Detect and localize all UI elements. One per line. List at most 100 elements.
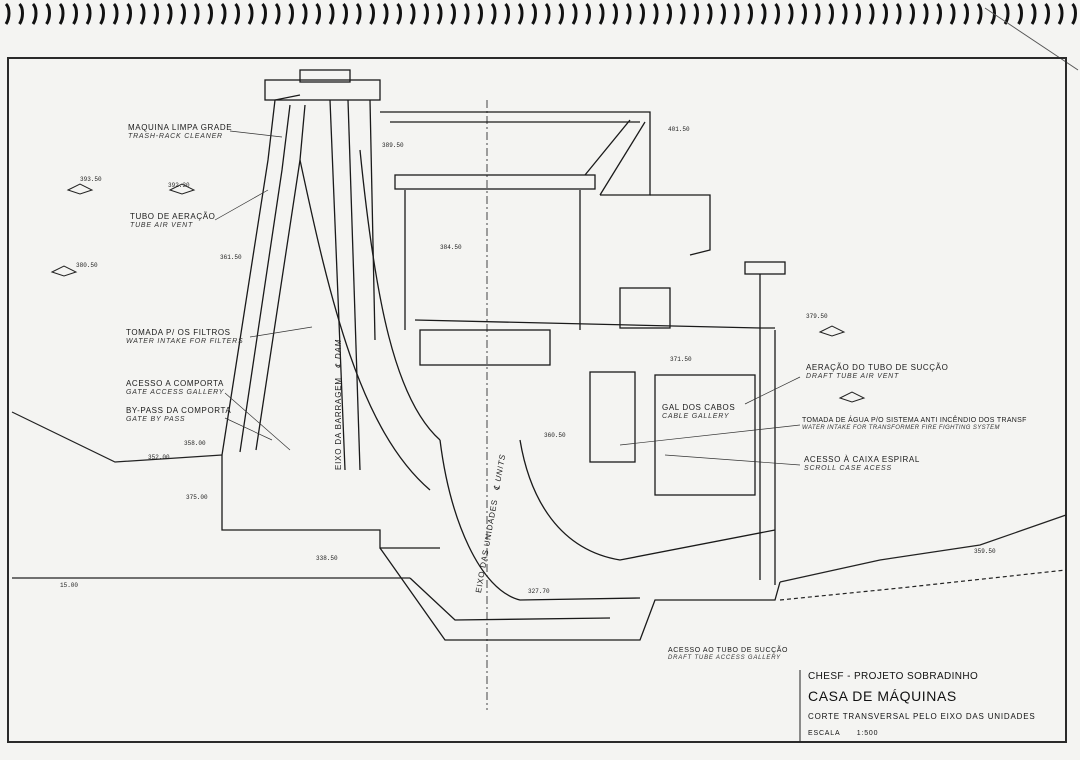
binding-ring: [207, 2, 213, 25]
label-transformer-intake-pt: TOMADA DE ÁGUA P/O SISTEMA ANTI INCÊNDIO…: [802, 417, 1027, 424]
label-gate-bypass: BY-PASS DA COMPORTA GATE BY PASS: [126, 406, 231, 423]
label-draft-access: ACESSO AO TUBO DE SUCÇÃO DRAFT TUBE ACCE…: [668, 647, 788, 661]
binding-ring: [922, 2, 929, 25]
binding-ring: [625, 2, 632, 25]
binding-ring: [774, 2, 780, 25]
binding-ring: [868, 2, 875, 25]
binding-ring: [639, 2, 645, 25]
label-trash-rack-pt: MAQUINA LIMPA GRADE: [128, 123, 233, 132]
label-draft-vent-en: DRAFT TUBE AIR VENT: [806, 372, 900, 380]
binding-ring: [963, 2, 969, 25]
binding-ring: [1044, 2, 1050, 25]
binding-ring: [504, 2, 510, 25]
binding-ring: [1030, 2, 1037, 25]
binding-ring: [72, 2, 78, 25]
binding-ring: [882, 2, 888, 25]
elevation-label: 389.50: [382, 142, 404, 149]
drawing-scale: ESCALA 1:500: [808, 730, 878, 737]
scale-label: ESCALA: [808, 730, 841, 737]
binding-ring: [949, 2, 956, 25]
label-draft-vent: AERAÇÃO DO TUBO DE SUCÇÃO DRAFT TUBE AIR…: [806, 363, 949, 380]
elevation-label: 359.50: [974, 548, 996, 555]
binding-ring: [85, 2, 92, 25]
binding-ring: [234, 2, 240, 25]
binding-ring: [490, 2, 497, 25]
elevation-label: 375.00: [186, 494, 208, 501]
binding-ring: [666, 2, 672, 25]
binding-ring: [909, 2, 915, 25]
binding-ring: [126, 2, 132, 25]
elevation-label: 393.50: [80, 176, 102, 183]
water-level-markers: [50, 183, 866, 403]
binding-ring: [45, 2, 51, 25]
label-trash-rack-en: TRASH-RACK CLEANER: [128, 132, 223, 140]
binding-ring: [936, 2, 942, 25]
label-transformer-intake: TOMADA DE ÁGUA P/O SISTEMA ANTI INCÊNDIO…: [802, 417, 1027, 431]
label-air-vent-en: TUBE AIR VENT: [130, 221, 194, 229]
binding-ring: [531, 2, 537, 25]
spiral-binding: [4, 2, 1077, 25]
label-scroll-access-en: SCROLL CASE ACESS: [804, 464, 892, 472]
binding-ring: [517, 2, 524, 25]
label-draft-vent-pt: AERAÇÃO DO TUBO DE SUCÇÃO: [806, 363, 949, 372]
drawing-border: [7, 57, 1067, 743]
ground-and-rock: [11, 411, 1067, 601]
dam-axis-pt: EIXO DA BARRAGEM: [334, 377, 343, 470]
leader-lines: [214, 130, 801, 466]
drawing-subtitle: CORTE TRANSVERSAL PELO EIXO DAS UNIDADES: [808, 712, 1036, 721]
binding-ring: [828, 2, 834, 25]
binding-ring: [571, 2, 578, 25]
binding-ring: [706, 2, 713, 25]
binding-ring: [450, 2, 456, 25]
binding-ring: [31, 2, 38, 25]
binding-ring: [787, 2, 794, 25]
binding-ring: [247, 2, 254, 25]
dam-axis-en: ℄ DAM: [334, 339, 343, 369]
binding-ring: [4, 2, 11, 25]
binding-ring: [328, 2, 335, 25]
binding-ring: [612, 2, 618, 25]
binding-ring: [274, 2, 281, 25]
binding-ring: [598, 2, 605, 25]
binding-ring: [193, 2, 200, 25]
powerhouse-superstructure: [380, 100, 786, 710]
elevation-label: 384.50: [440, 244, 462, 251]
binding-ring: [342, 2, 348, 25]
binding-ring: [409, 2, 416, 25]
binding-ring: [301, 2, 308, 25]
label-draft-access-pt: ACESSO AO TUBO DE SUCÇÃO: [668, 647, 789, 654]
binding-ring: [693, 2, 699, 25]
binding-ring: [585, 2, 591, 25]
dam-axis-label: EIXO DA BARRAGEM ℄ DAM: [334, 339, 343, 470]
binding-ring: [477, 2, 483, 25]
label-scroll-access: ACESSO À CAIXA ESPIRAL SCROLL CASE ACESS: [804, 455, 920, 472]
binding-ring: [976, 2, 983, 25]
binding-ring: [58, 2, 65, 25]
elevation-label: 392.30: [168, 182, 190, 189]
label-filter-intake-pt: TOMADA P/ OS FILTROS: [126, 328, 231, 337]
page-fold-line: [984, 7, 1079, 71]
label-gate-access-en: GATE ACCESS GALLERY: [126, 388, 225, 396]
label-transformer-intake-en: WATER INTAKE FOR TRANSFORMER FIRE FIGHTI…: [802, 424, 1000, 431]
label-air-vent: TUBO DE AERAÇÃO TUBE AIR VENT: [130, 212, 215, 229]
label-cable-gallery: GAL DOS CABOS CABLE GALLERY: [662, 403, 736, 420]
binding-ring: [369, 2, 375, 25]
binding-ring: [463, 2, 470, 25]
label-cable-gallery-en: CABLE GALLERY: [662, 412, 730, 420]
elevation-label: 361.50: [220, 254, 242, 261]
binding-ring: [423, 2, 429, 25]
binding-ring: [355, 2, 362, 25]
drawing-title: CASA DE MÁQUINAS: [808, 688, 957, 704]
elevation-label: 358.00: [184, 440, 206, 447]
binding-ring: [652, 2, 659, 25]
elevation-label: 401.50: [668, 126, 690, 133]
binding-ring: [180, 2, 186, 25]
label-gate-bypass-en: GATE BY PASS: [126, 415, 186, 423]
elevation-label: 15.00: [60, 582, 79, 589]
binding-ring: [382, 2, 389, 25]
binding-ring: [112, 2, 119, 25]
label-cable-gallery-pt: GAL DOS CABOS: [662, 403, 736, 412]
label-gate-access: ACESSO A COMPORTA GATE ACCESS GALLERY: [126, 379, 225, 396]
binding-ring: [895, 2, 902, 25]
